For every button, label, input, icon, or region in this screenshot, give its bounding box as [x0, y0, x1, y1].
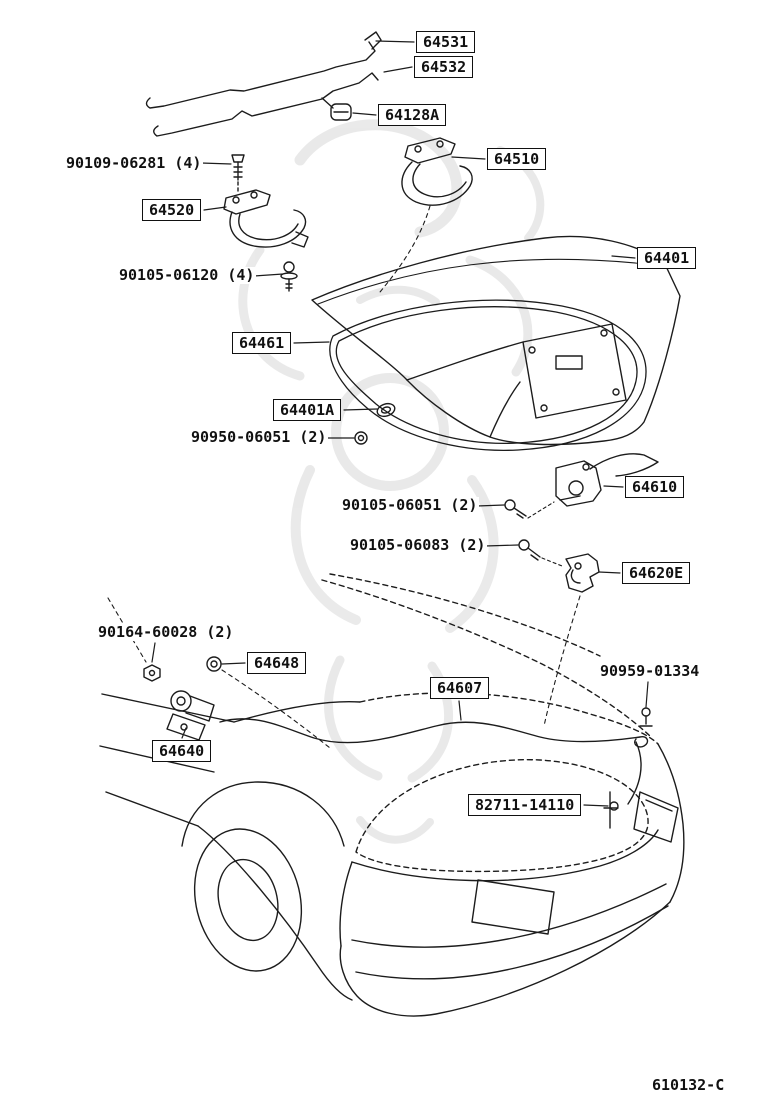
part-label-64401[interactable]: 64401 — [637, 247, 697, 269]
clip-90959 — [639, 707, 653, 727]
bolt-90105-06083 — [518, 539, 563, 567]
part-label-64532[interactable]: 64532 — [414, 56, 474, 78]
bolt-90109 — [231, 154, 245, 194]
torsion-bar-64531 — [145, 31, 382, 109]
part-label-82711-14110[interactable]: 82711-14110 — [468, 794, 582, 816]
part-label-64461[interactable]: 64461 — [232, 332, 292, 354]
part-label-64640[interactable]: 64640 — [152, 740, 212, 762]
nut-90164 — [107, 597, 161, 682]
trunk-lid-64401 — [311, 235, 681, 446]
grommet-90950 — [354, 431, 368, 445]
part-label-90105-06120[interactable]: 90105-06120 (4) — [117, 266, 257, 284]
part-label-64610[interactable]: 64610 — [625, 476, 685, 498]
leader-lines — [151, 40, 649, 807]
part-label-90105-06051[interactable]: 90105-06051 (2) — [340, 496, 480, 514]
striker-64620e — [543, 553, 600, 727]
bolt-90105-06120 — [280, 261, 298, 292]
part-label-90105-06083[interactable]: 90105-06083 (2) — [348, 536, 488, 554]
car-body — [99, 573, 685, 1017]
part-label-64401a[interactable]: 64401A — [273, 399, 342, 421]
part-label-64531[interactable]: 64531 — [416, 31, 476, 53]
diagram-code: 610132-C — [652, 1076, 725, 1094]
lock-cylinder-64640 — [166, 690, 215, 741]
part-label-90950-06051[interactable]: 90950-06051 (2) — [189, 428, 329, 446]
hinge-64520 — [223, 189, 309, 248]
part-label-90959-01334[interactable]: 90959-01334 — [598, 662, 702, 680]
part-label-90164-60028[interactable]: 90164-60028 (2) — [96, 623, 236, 641]
part-label-64620e[interactable]: 64620E — [622, 562, 691, 584]
clip-64128a — [321, 97, 352, 121]
part-label-64520[interactable]: 64520 — [142, 199, 202, 221]
cable-64607 — [219, 718, 649, 805]
hinge-64510 — [379, 137, 473, 293]
part-label-64607[interactable]: 64607 — [430, 677, 490, 699]
torsion-bar-64532 — [153, 72, 379, 137]
part-label-64510[interactable]: 64510 — [487, 148, 547, 170]
lock-64610 — [555, 453, 659, 507]
weatherstrip-64461 — [329, 299, 647, 451]
watermark — [238, 119, 545, 844]
part-label-64648[interactable]: 64648 — [247, 652, 307, 674]
part-label-64128a[interactable]: 64128A — [378, 104, 447, 126]
grommet-64401a — [376, 402, 396, 418]
bolt-90105-06051 — [504, 499, 555, 519]
part-label-90109-06281[interactable]: 90109-06281 (4) — [64, 154, 204, 172]
